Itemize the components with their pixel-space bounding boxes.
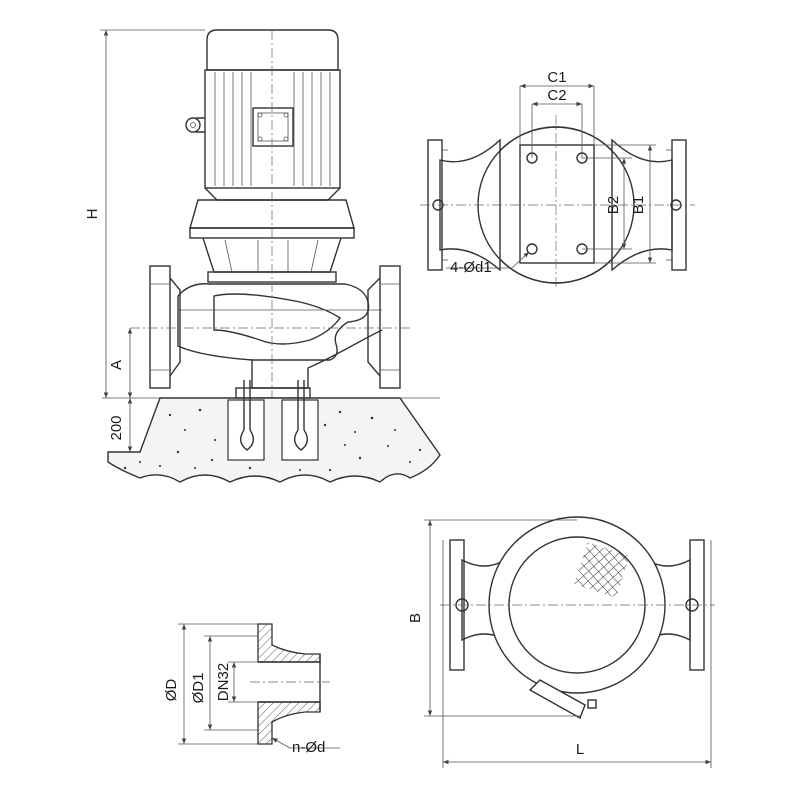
holes-leader: [511, 251, 530, 269]
plan-view: B L: [407, 516, 715, 768]
dim-200-label: 200: [108, 415, 125, 440]
dim-dn-label: DN32: [215, 663, 232, 701]
flange-hatch-top: [257, 623, 321, 663]
dim-l-label: L: [576, 741, 584, 758]
holes-label: 4-Ød1: [450, 259, 492, 276]
dim-h-label: H: [84, 209, 101, 220]
anchor-bolts: [239, 380, 309, 451]
dim-b-label: B: [407, 613, 424, 623]
anchor-pocket-right: [281, 399, 319, 461]
concrete-foundation: [107, 397, 441, 483]
pump-foot: [235, 387, 311, 399]
pump-volute: [177, 283, 383, 389]
plan-flange-right: [689, 539, 705, 671]
side-view: H A 200: [84, 29, 441, 483]
flange-holes-label: n-Ød: [292, 739, 325, 756]
terminal-box: [252, 107, 294, 147]
dim-b1-label: B1: [630, 196, 647, 214]
motor-cap: [206, 29, 339, 71]
plan-mesh: [574, 542, 630, 598]
motor-fins: [214, 72, 331, 186]
flange-section: ØD ØD1 DN32 n-Ød: [163, 623, 340, 756]
dim-b2-label: B2: [605, 196, 622, 214]
dim-a-label: A: [108, 360, 125, 370]
dim-c2-label: C2: [547, 87, 566, 104]
flange-hatch-bottom: [257, 701, 321, 745]
inlet-flange: [149, 265, 171, 389]
motor-bottom: [204, 187, 341, 201]
dim-od-label: ØD: [163, 679, 180, 702]
plan-outlet-stub: [528, 679, 586, 720]
anchor-pocket-left: [227, 399, 265, 461]
dim-od1-label: ØD1: [190, 673, 207, 704]
motor-body: [204, 69, 341, 189]
dim-c1-label: C1: [547, 69, 566, 86]
top-view: C1 C2 B2 B1 4-Ød1: [420, 69, 695, 290]
flange-holes-leader: [271, 737, 291, 749]
lifting-eye: [196, 117, 205, 133]
outlet-flange: [379, 265, 401, 389]
